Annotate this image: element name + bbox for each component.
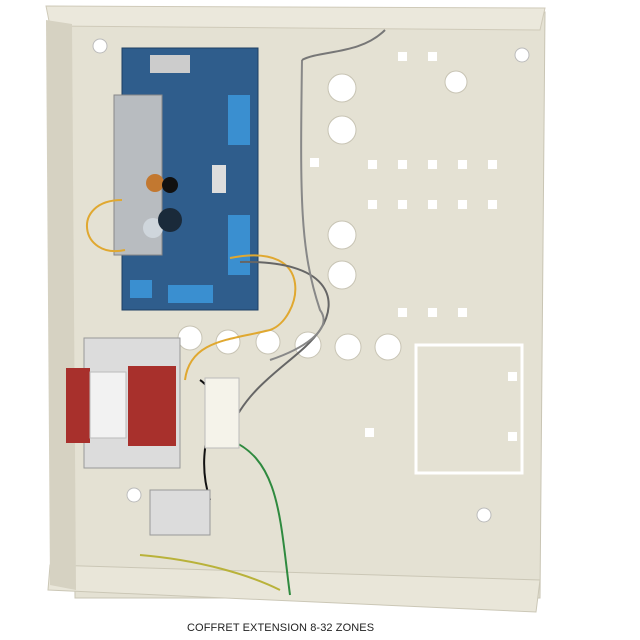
mains-terminal-block: [149, 489, 211, 536]
mounting-hole-icons: [92, 38, 530, 523]
knockout-panel: [414, 343, 524, 475]
fuse-holder: [204, 377, 240, 449]
square-slots: [310, 52, 517, 441]
enclosure-top-lip: [45, 5, 546, 31]
wiring: [85, 29, 386, 596]
knockout-holes: [177, 70, 468, 361]
product-caption: COFFRET EXTENSION 8-32 ZONES: [187, 622, 375, 634]
enclosure-bottom-lip: [47, 564, 541, 613]
circuit-board: [113, 47, 259, 311]
product-photo-enclosure: [45, 5, 546, 613]
enclosure-left-wall: [46, 20, 76, 590]
transformer: [66, 337, 181, 469]
